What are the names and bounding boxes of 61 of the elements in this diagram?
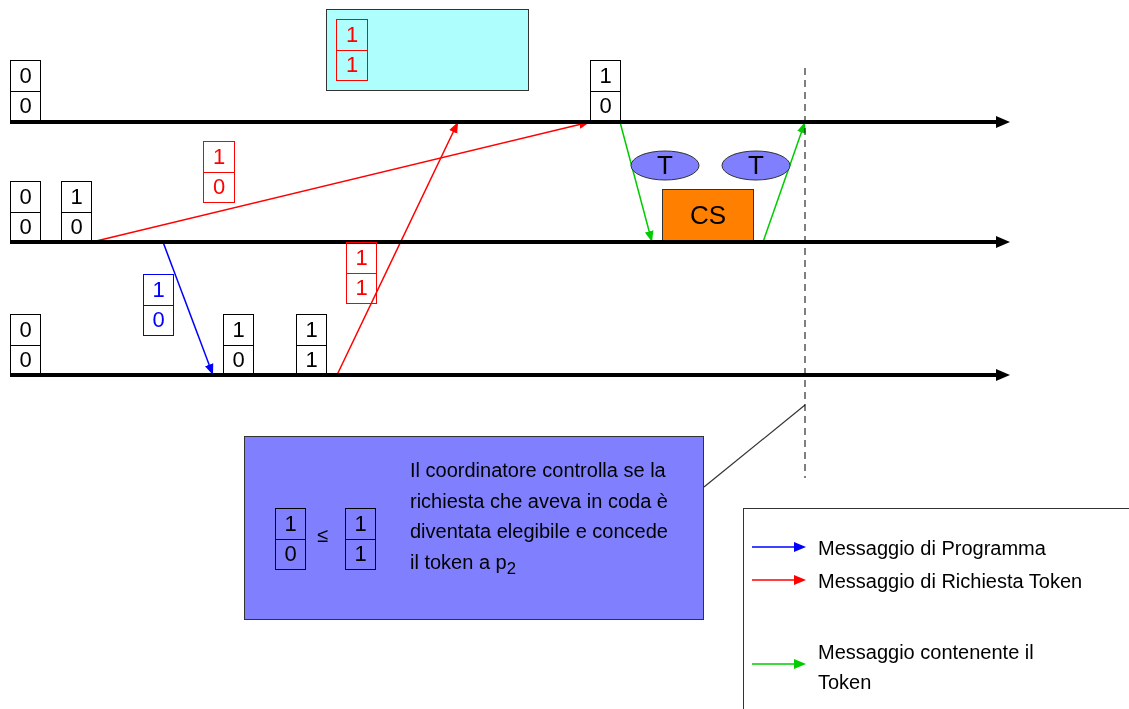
vector-value: 1 [211, 142, 227, 171]
vector-value: 0 [18, 315, 33, 344]
process-timeline [10, 116, 1010, 128]
legend-text: Messaggio contenente il Token [818, 640, 1035, 695]
vector-value: 0 [62, 211, 91, 242]
vector-clock-box [275, 508, 306, 570]
vector-value: 1 [598, 61, 613, 90]
vector-clock-box [345, 508, 376, 570]
vector-clock-box [590, 60, 621, 122]
message-arrow [162, 241, 214, 376]
vector-value: 0 [11, 344, 40, 375]
vector-value: 0 [224, 344, 253, 375]
vector-value: 1 [344, 20, 360, 49]
vector-clock-box [203, 141, 235, 203]
vector-value: 0 [18, 182, 33, 211]
legend-text: Messaggio di Programma [818, 536, 1047, 561]
message-arrow [762, 121, 806, 243]
critical-section-box [662, 189, 754, 242]
vector-value: 1 [69, 182, 84, 211]
vector-value: 0 [144, 304, 173, 335]
critical-section-label: CS [689, 200, 727, 231]
vector-value: 1 [346, 538, 375, 569]
vector-value: 0 [11, 90, 40, 121]
process-timeline [10, 236, 1010, 248]
vector-value: 0 [276, 538, 305, 569]
leader-line [703, 404, 806, 488]
callout-box [244, 436, 704, 620]
vector-value: 1 [151, 275, 166, 304]
vector-value: 1 [297, 344, 326, 375]
message-arrow [619, 121, 654, 243]
vector-clock-box [223, 314, 254, 376]
message-arrow [336, 121, 459, 376]
process-timeline [10, 369, 1010, 381]
vector-value: 1 [354, 243, 369, 272]
vector-value: 1 [347, 272, 376, 303]
queue-box [326, 9, 529, 91]
vector-clock-box [143, 274, 174, 336]
vector-clock-box [336, 19, 368, 81]
less-equal-symbol: ≤ [317, 523, 328, 547]
token-ellipse [721, 150, 791, 181]
vector-value: 0 [11, 211, 40, 242]
vector-value: 0 [18, 61, 33, 90]
vector-clock-box [10, 60, 41, 122]
vector-value: 1 [231, 315, 246, 344]
legend-text: Messaggio di Richiesta Token [818, 569, 1084, 594]
token-label: T [747, 150, 765, 181]
vector-value: 0 [204, 171, 234, 202]
vector-value: 1 [283, 509, 298, 538]
vector-clock-box [61, 181, 92, 243]
vector-clock-box [10, 314, 41, 376]
vector-value: 1 [304, 315, 319, 344]
dashed-line [802, 68, 808, 478]
vector-value: 1 [353, 509, 368, 538]
vector-clock-box [296, 314, 327, 376]
callout-text: Il coordinatore controlla se la richiesta che aveva in coda è diventata elegibile e concede il token a p$_{2}$ [410, 458, 669, 580]
token-ellipse [630, 150, 700, 181]
vector-clock-box [10, 181, 41, 243]
vector-value: 0 [591, 90, 620, 121]
vector-clock-box [346, 242, 377, 304]
token-label: T [656, 150, 674, 181]
vector-value: 1 [337, 49, 367, 80]
